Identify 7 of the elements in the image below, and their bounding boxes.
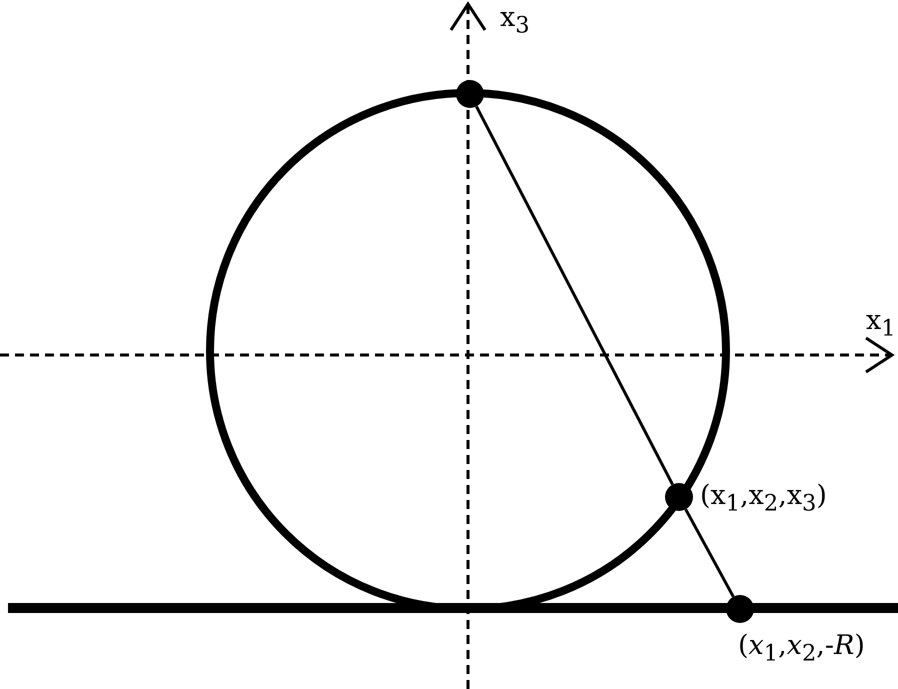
point-label: (x$_{1}$,x$_{2}$,-R) xyxy=(738,630,865,668)
projection-line xyxy=(684,508,735,598)
projection-line xyxy=(475,106,674,486)
point-marker xyxy=(665,483,693,511)
axis-label: x$_{1}$ xyxy=(866,305,896,344)
point-label: (x$_{1}$,x$_{2}$,x$_{3}$) xyxy=(700,480,827,518)
axis-label: x$_{3}$ xyxy=(500,2,530,40)
